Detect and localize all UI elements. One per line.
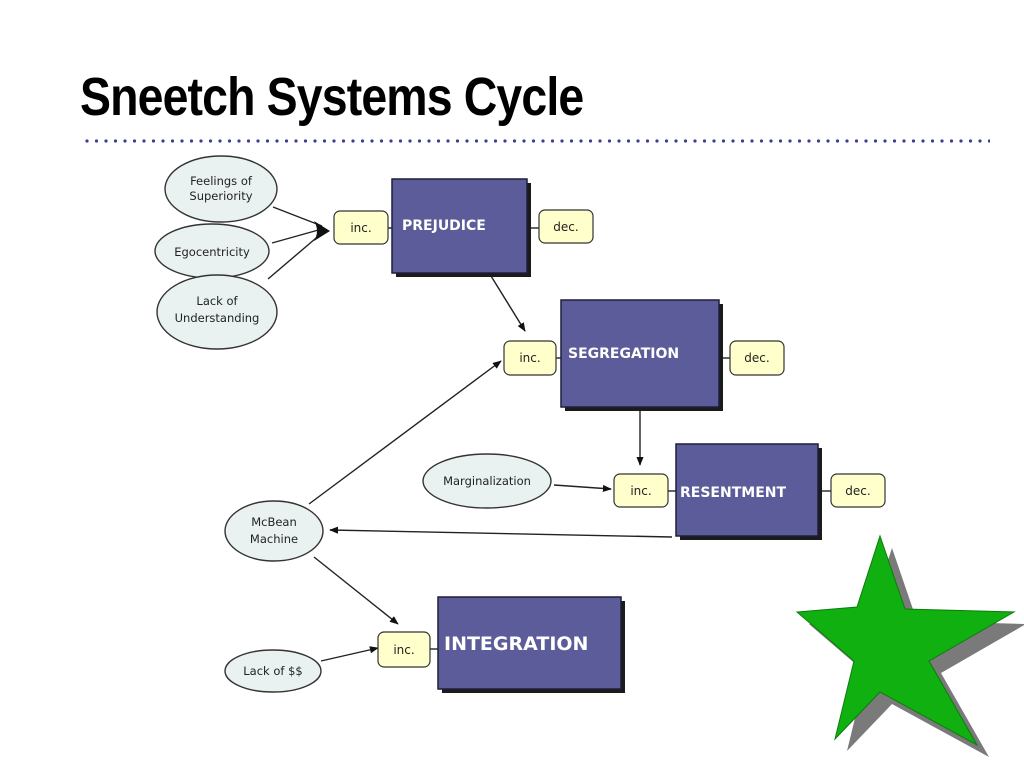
factor-marginalization: Marginalization [422, 453, 552, 509]
stage-resentment: RESENTMENT [675, 443, 822, 540]
tag-resentment-dec: dec. [830, 473, 886, 508]
connector-lines [267, 206, 831, 662]
merge-arrowhead [314, 221, 330, 241]
tag-prejudice-inc: inc. [333, 210, 389, 245]
factor-mcbean-line1: McBean [251, 515, 297, 529]
stage-segregation-label: SEGREGATION [568, 346, 679, 362]
stage-integration: INTEGRATION [437, 596, 625, 693]
star-icon [795, 534, 1024, 757]
factor-feelings-line1: Feelings of [190, 174, 253, 188]
factor-understanding-line1: Lack of [196, 294, 238, 308]
tag-segregation-dec-label: dec. [744, 351, 769, 365]
stage-resentment-label: RESENTMENT [680, 485, 786, 501]
factor-lack-of-understanding: Lack of Understanding [156, 274, 278, 350]
tag-resentment-dec-label: dec. [845, 484, 870, 498]
tag-segregation-inc-label: inc. [519, 351, 540, 365]
factor-lack-of-money: Lack of $$ [224, 649, 322, 693]
tag-prejudice-dec-label: dec. [553, 220, 578, 234]
factor-feelings-of-superiority: Feelings of Superiority [164, 155, 278, 223]
factor-feelings-line2: Superiority [189, 189, 252, 203]
stage-segregation: SEGREGATION [560, 299, 723, 411]
tag-integration-inc: inc. [377, 631, 431, 668]
stage-prejudice-label: PREJUDICE [402, 218, 486, 234]
tag-prejudice-dec: dec. [538, 209, 594, 244]
tag-resentment-inc: inc. [613, 473, 669, 508]
tag-segregation-inc: inc. [503, 340, 557, 376]
tag-integration-inc-label: inc. [393, 643, 414, 657]
factor-understanding-line2: Understanding [175, 311, 260, 325]
factor-mcbean-machine: McBean Machine [224, 500, 324, 562]
factor-mcbean-line2: Machine [250, 532, 298, 546]
tag-segregation-dec: dec. [729, 340, 785, 376]
tag-prejudice-inc-label: inc. [350, 221, 371, 235]
slide-title: Sneetch Systems Cycle [80, 67, 584, 127]
factor-marginalization-label: Marginalization [443, 474, 531, 488]
stage-prejudice: PREJUDICE [391, 178, 531, 277]
title-dotted-divider [85, 139, 990, 143]
stage-integration-label: INTEGRATION [444, 633, 588, 655]
factor-egocentricity: Egocentricity [154, 223, 270, 279]
factor-egocentricity-label: Egocentricity [174, 245, 250, 259]
tag-resentment-inc-label: inc. [630, 484, 651, 498]
factor-money-label: Lack of $$ [243, 664, 302, 678]
